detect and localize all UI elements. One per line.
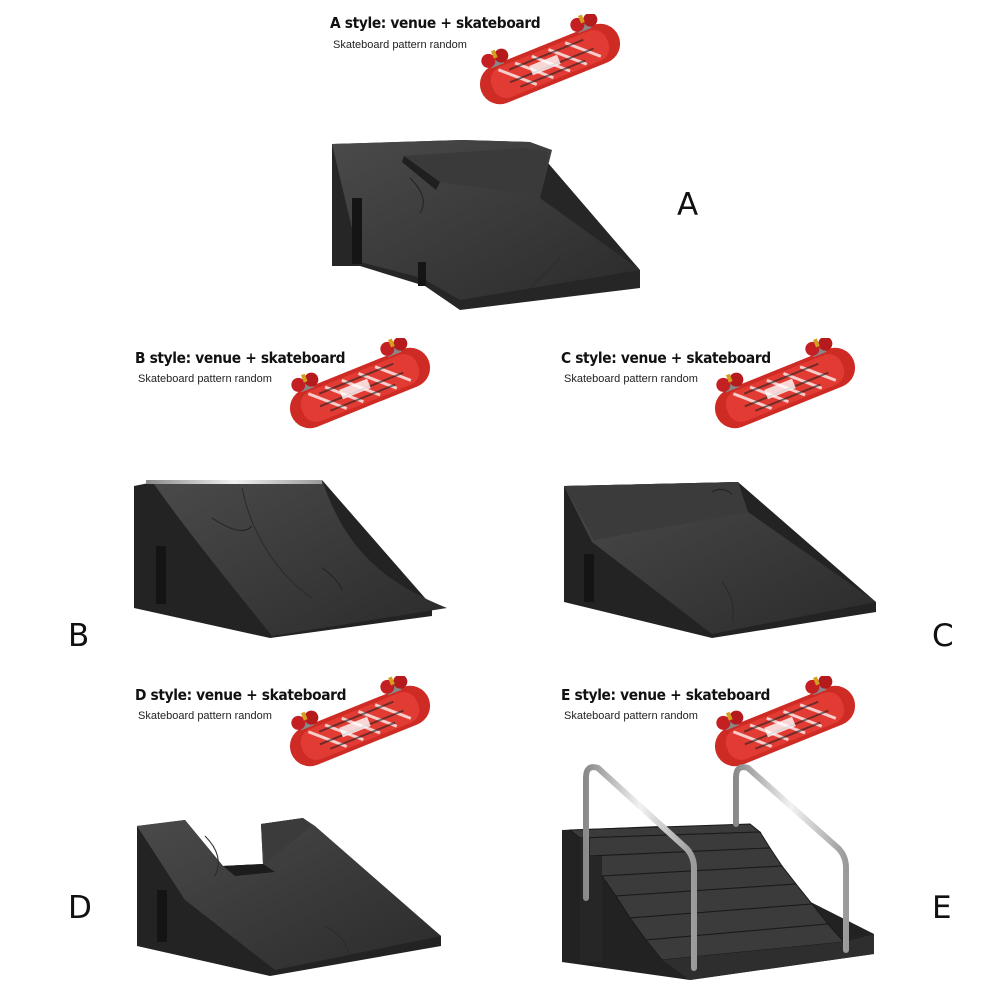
label-b: B xyxy=(68,618,90,654)
skateboard-image-a xyxy=(470,14,630,114)
style-a-subtitle: Skateboard pattern random xyxy=(333,39,467,51)
label-e: E xyxy=(932,890,952,926)
style-e-subtitle: Skateboard pattern random xyxy=(564,710,698,722)
label-a: A xyxy=(677,187,699,223)
style-d-subtitle: Skateboard pattern random xyxy=(138,710,272,722)
skateboard-image-d xyxy=(280,676,440,776)
label-d: D xyxy=(68,890,92,926)
style-b-subtitle: Skateboard pattern random xyxy=(138,373,272,385)
ramp-a-image xyxy=(332,140,640,310)
style-a-title: A style: venue + skateboard xyxy=(330,14,541,32)
ramp-c-image xyxy=(564,482,876,638)
stairs-e-image xyxy=(562,764,874,980)
style-d-title: D style: venue + skateboard xyxy=(135,686,347,704)
skateboard-image-b xyxy=(280,338,440,438)
ramp-d-image xyxy=(137,818,441,976)
style-c-title: C style: venue + skateboard xyxy=(561,349,771,367)
style-e-title: E style: venue + skateboard xyxy=(561,686,771,704)
label-c: C xyxy=(932,618,954,654)
skateboard-image-c xyxy=(705,338,865,438)
ramp-b-image xyxy=(134,480,447,638)
style-b-title: B style: venue + skateboard xyxy=(135,349,346,367)
style-c-subtitle: Skateboard pattern random xyxy=(564,373,698,385)
